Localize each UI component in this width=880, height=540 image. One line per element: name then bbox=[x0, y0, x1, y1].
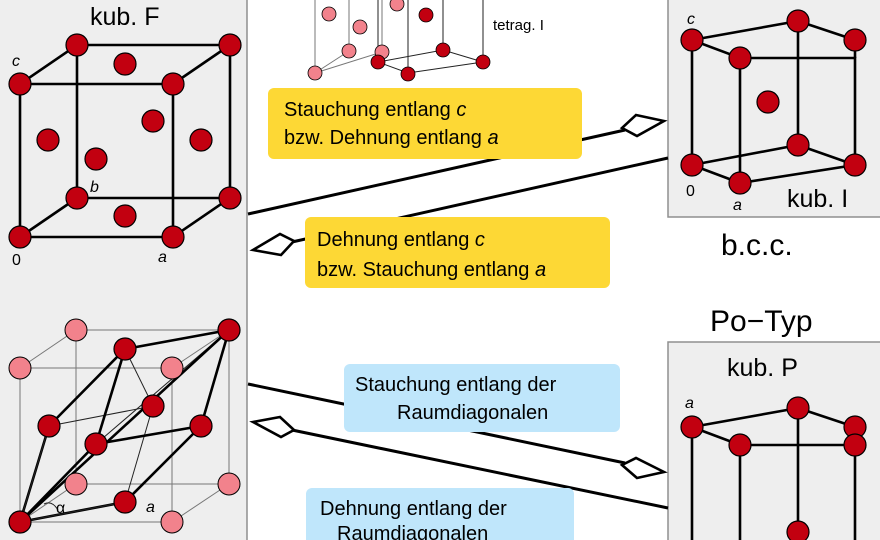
rhombo-axis-a: a bbox=[146, 499, 155, 516]
fcc-face-atom bbox=[36, 128, 60, 152]
yellow-top-var1: c bbox=[456, 99, 466, 121]
bcc-axis-a: a bbox=[733, 197, 742, 214]
kub-i-label: kub. I bbox=[787, 185, 848, 213]
fcc-face-atom bbox=[189, 128, 213, 152]
fcc-corner-atom bbox=[161, 72, 185, 96]
yellow-bottom-var2: a bbox=[535, 259, 546, 281]
blue-bottom-line1: Dehnung entlang der bbox=[320, 498, 507, 520]
fcc-face-atom bbox=[141, 109, 165, 133]
yellow-box-top: Stauchung entlang c bzw. Dehnung entlang… bbox=[268, 88, 582, 159]
fcc-face-atom bbox=[113, 52, 137, 76]
yellow-bottom-var1: c bbox=[475, 229, 485, 251]
yellow-top-var2: a bbox=[488, 127, 499, 149]
bcc-corner-atom bbox=[680, 153, 704, 177]
arrow-head-to-bcc bbox=[619, 113, 668, 138]
fcc-cell: kub. F c b a 0 bbox=[8, 3, 242, 269]
fcc-corner-atom bbox=[218, 186, 242, 210]
kub-f-label: kub. F bbox=[90, 3, 159, 31]
bcc-corner-atom bbox=[728, 171, 752, 195]
bcc-corner-atom bbox=[843, 28, 867, 52]
fcc-corner-atom bbox=[8, 225, 32, 249]
bcc-corner-atom bbox=[728, 46, 752, 70]
yellow-box-bottom: Dehnung entlang c bzw. Stauchung entlang… bbox=[305, 217, 610, 288]
yellow-top-line2: bzw. Dehnung entlang bbox=[284, 127, 488, 149]
blue-box-bottom: Dehnung entlang der Raumdiagonalen bbox=[306, 488, 574, 540]
arrows bbox=[247, 113, 669, 510]
fcc-corner-atom bbox=[65, 33, 89, 57]
rhombohedral-cell: α a bbox=[8, 318, 241, 534]
cubic-p-cell: kub. P a bbox=[680, 354, 867, 540]
bcc-corner-atom bbox=[843, 153, 867, 177]
fcc-axis-c: c bbox=[12, 53, 20, 70]
fcc-corner-atom bbox=[8, 72, 32, 96]
rhombo-alpha: α bbox=[56, 500, 65, 517]
fcc-corner-atom bbox=[65, 186, 89, 210]
bcc-origin: 0 bbox=[686, 183, 695, 200]
bcc-axis-c: c bbox=[687, 11, 695, 28]
bcc-label: b.c.c. bbox=[721, 229, 793, 262]
arrow-head-to-rhombo bbox=[249, 415, 297, 439]
blue-top-line1: Stauchung entlang der bbox=[355, 374, 557, 396]
bcc-corner-atom bbox=[786, 133, 810, 157]
bcc-corner-atom bbox=[786, 9, 810, 33]
blue-bottom-line2: Raumdiagonalen bbox=[337, 523, 488, 540]
fcc-corner-atom bbox=[161, 225, 185, 249]
bcc-body-center-atom bbox=[756, 90, 780, 114]
bcc-cell: c 0 a kub. I bbox=[680, 9, 867, 214]
yellow-bottom-line1: Dehnung entlang bbox=[317, 229, 475, 251]
tetragonal-i-cell: tetrag. I bbox=[307, 0, 544, 82]
fcc-face-atom bbox=[84, 147, 108, 171]
blue-top-line2: Raumdiagonalen bbox=[397, 402, 548, 424]
svg-text:Dehnung entlang c: Dehnung entlang c bbox=[317, 229, 485, 251]
yellow-top-line1: Stauchung entlang bbox=[284, 99, 456, 121]
fcc-corner-atom bbox=[218, 33, 242, 57]
bcc-corner-atom bbox=[680, 28, 704, 52]
fcc-origin: 0 bbox=[12, 252, 21, 269]
arrow-cubic-p-to-rhombo bbox=[291, 428, 669, 510]
yellow-bottom-line2: bzw. Stauchung entlang bbox=[317, 259, 535, 281]
tetrag-i-label: tetrag. I bbox=[493, 17, 544, 34]
svg-text:bzw. Stauchung entlang a: bzw. Stauchung entlang a bbox=[317, 259, 546, 281]
kub-p-label: kub. P bbox=[727, 354, 798, 382]
fcc-axis-a: a bbox=[158, 249, 167, 266]
arrow-head-to-cubic-p bbox=[619, 456, 668, 480]
arrow-head-to-fcc bbox=[249, 232, 297, 257]
fcc-face-atom bbox=[113, 204, 137, 228]
blue-box-top: Stauchung entlang der Raumdiagonalen bbox=[344, 364, 620, 432]
fcc-axis-b: b bbox=[90, 179, 99, 196]
cubic-p-axis-a: a bbox=[685, 395, 694, 412]
left-panel bbox=[0, 0, 248, 540]
po-typ-label: Po−Typ bbox=[710, 305, 813, 338]
svg-text:bzw. Dehnung entlang a: bzw. Dehnung entlang a bbox=[284, 127, 499, 149]
svg-text:Stauchung entlang c: Stauchung entlang c bbox=[284, 99, 466, 121]
